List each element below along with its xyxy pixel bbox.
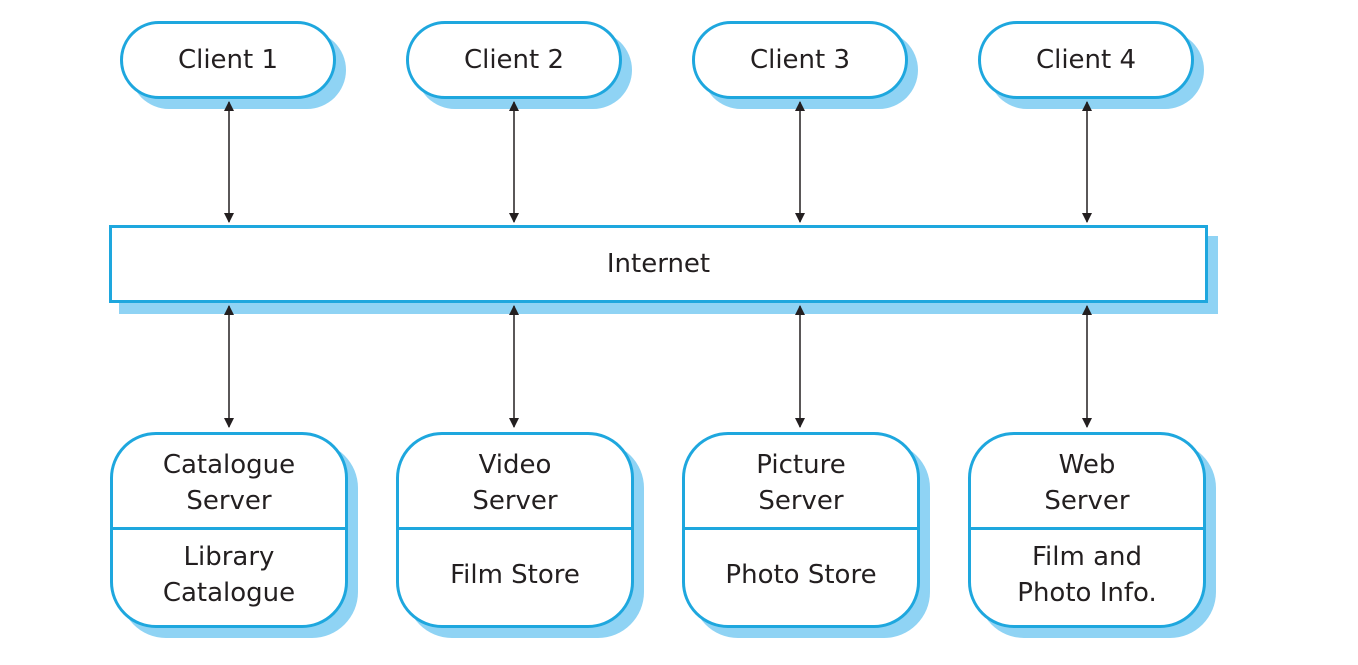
client-1-label: Client 1	[177, 45, 279, 75]
video-server-name: Video Server	[399, 435, 631, 530]
web-server-node: Web Server Film and Photo Info.	[968, 432, 1206, 628]
client-3-label: Client 3	[749, 45, 851, 75]
client-1-node: Client 1	[120, 21, 336, 99]
internet-bus: Internet	[109, 225, 1208, 303]
client-4-label: Client 4	[1035, 45, 1137, 75]
client-4-node: Client 4	[978, 21, 1194, 99]
internet-label: Internet	[606, 249, 711, 279]
catalogue-server-node: Catalogue Server Library Catalogue	[110, 432, 348, 628]
client-2-label: Client 2	[463, 45, 565, 75]
video-server-node: Video Server Film Store	[396, 432, 634, 628]
client-connectors	[224, 101, 1092, 223]
photo-store: Photo Store	[725, 559, 877, 590]
film-photo-info-store: Film and Photo Info.	[1017, 541, 1157, 608]
client-2-node: Client 2	[406, 21, 622, 99]
server-connectors	[224, 305, 1092, 428]
film-store: Film Store	[450, 559, 580, 590]
picture-server-node: Picture Server Photo Store	[682, 432, 920, 628]
library-catalogue-store: Library Catalogue	[162, 541, 296, 608]
picture-server-name: Picture Server	[685, 435, 917, 530]
catalogue-server-name: Catalogue Server	[113, 435, 345, 530]
web-server-name: Web Server	[971, 435, 1203, 530]
client-3-node: Client 3	[692, 21, 908, 99]
